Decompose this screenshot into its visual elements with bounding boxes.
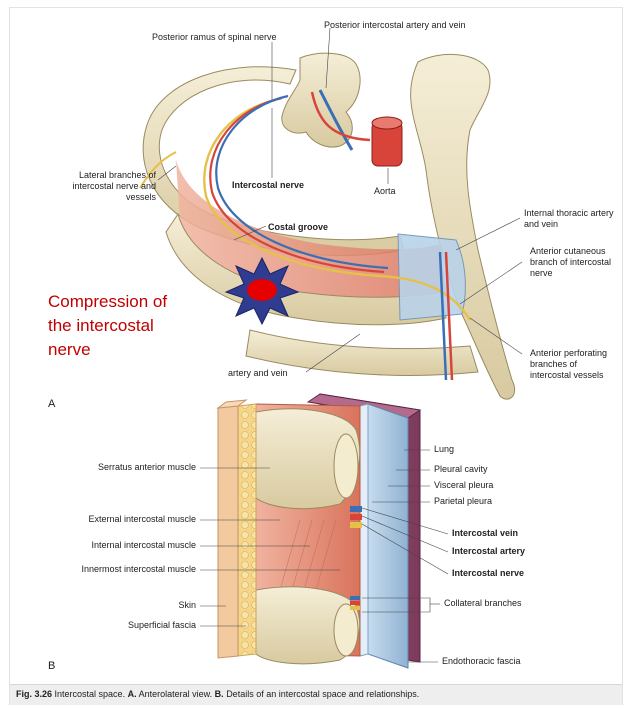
- panel-a-letter: A: [48, 398, 55, 410]
- label-posterior-intercostal-vessels: Posterior intercostal artery and vein: [324, 20, 466, 31]
- superficial-fascia: [238, 404, 256, 656]
- compression-star-icon: [226, 258, 298, 324]
- label-superficial-fascia: Superficial fascia: [40, 620, 196, 631]
- panel-a-drawing: [140, 28, 522, 399]
- label-innermost-intercostal: Innermost intercostal muscle: [40, 564, 196, 575]
- label-external-intercostal: External intercostal muscle: [40, 514, 196, 525]
- aorta-vessel: [372, 117, 402, 166]
- panel-b-letter: B: [48, 660, 55, 672]
- label-anterior-perforating: Anterior perforating branches of interco…: [530, 348, 620, 381]
- label-pleural-cavity: Pleural cavity: [434, 464, 488, 475]
- label-artery-and-vein: artery and vein: [228, 368, 288, 379]
- caption-b-text: Details of an intercostal space and rela…: [226, 689, 419, 699]
- label-intercostal-artery: Intercostal artery: [452, 546, 525, 557]
- label-visceral-pleura: Visceral pleura: [434, 480, 493, 491]
- caption-a-letter: A.: [128, 689, 137, 699]
- pleura-layers: [368, 404, 408, 668]
- label-lung: Lung: [434, 444, 454, 455]
- caption-bar: Fig. 3.26 Intercostal space. A. Anterola…: [10, 684, 622, 705]
- caption-b-letter: B.: [215, 689, 224, 699]
- rib-cross-section-lower: [256, 587, 360, 664]
- label-internal-intercostal: Internal intercostal muscle: [40, 540, 196, 551]
- caption-a-text: Anterolateral view.: [139, 689, 213, 699]
- label-posterior-ramus: Posterior ramus of spinal nerve: [152, 32, 277, 43]
- skin-layer: [218, 406, 238, 658]
- label-endothoracic-fascia: Endothoracic fascia: [442, 656, 521, 667]
- label-anterior-cutaneous: Anterior cutaneous branch of intercostal…: [530, 246, 620, 279]
- label-skin: Skin: [40, 600, 196, 611]
- label-lateral-branches: Lateral branches of intercostal nerve an…: [40, 170, 156, 203]
- label-serratus-anterior: Serratus anterior muscle: [40, 462, 196, 473]
- label-parietal-pleura: Parietal pleura: [434, 496, 492, 507]
- label-intercostal-vein: Intercostal vein: [452, 528, 518, 539]
- caption-fig-number: Fig. 3.26: [16, 689, 52, 699]
- label-intercostal-nerve-a: Intercostal nerve: [232, 180, 304, 191]
- label-collateral-branches: Collateral branches: [444, 598, 522, 609]
- costal-cartilage: [398, 234, 465, 320]
- compression-annotation: Compression of the intercostal nerve: [48, 290, 188, 362]
- vertebra: [282, 53, 360, 147]
- panel-b-drawing: [200, 394, 448, 668]
- label-intercostal-nerve-b: Intercostal nerve: [452, 568, 524, 579]
- label-internal-thoracic: Internal thoracic artery and vein: [524, 208, 622, 230]
- caption-title: Intercostal space.: [55, 689, 126, 699]
- label-aorta: Aorta: [374, 186, 396, 197]
- rib-cross-section-upper: [256, 409, 360, 509]
- figure-caption: Fig. 3.26 Intercostal space. A. Anterola…: [16, 689, 419, 699]
- label-costal-groove: Costal groove: [268, 222, 328, 233]
